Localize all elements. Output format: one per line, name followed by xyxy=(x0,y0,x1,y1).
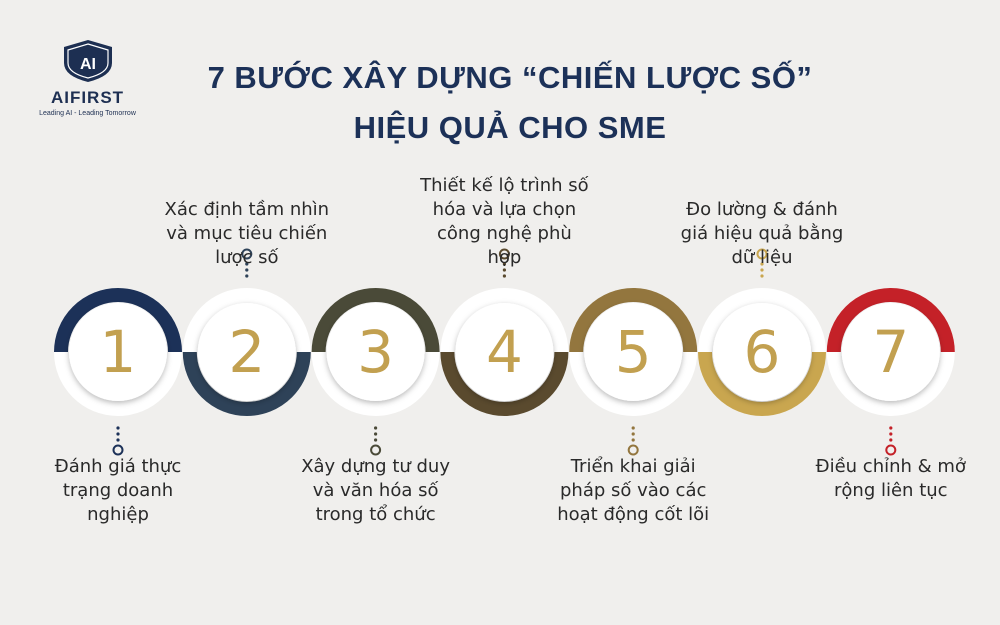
step-disc xyxy=(326,303,425,401)
step-5-label: Triển khai giải pháp số vào các hoạt độn… xyxy=(557,456,710,525)
connector-dot xyxy=(889,438,893,442)
step-number: 4 xyxy=(486,318,523,386)
step-arc xyxy=(182,351,311,416)
connector-dot xyxy=(631,438,635,442)
step-disc xyxy=(584,303,683,401)
connector-dot xyxy=(502,268,506,272)
step-arc xyxy=(54,288,182,353)
step-number: 7 xyxy=(872,318,909,386)
step-disc xyxy=(197,303,296,401)
step-number: 3 xyxy=(357,318,394,386)
step-arc xyxy=(311,288,440,353)
step-disc xyxy=(841,303,940,401)
step-number: 6 xyxy=(744,318,781,386)
connector-dot xyxy=(631,432,635,436)
connector-dot xyxy=(502,262,506,266)
step-4-label: Thiết kế lộ trình số hóa và lựa chọn côn… xyxy=(420,175,589,268)
step-arc xyxy=(440,351,569,416)
step-number: 1 xyxy=(100,318,137,386)
connector-dot xyxy=(245,268,249,272)
connector-dot xyxy=(245,274,249,278)
step-7: 7 xyxy=(826,288,955,456)
connector-dot xyxy=(374,438,378,442)
page-title-line-2: HIỆU QUẢ CHO SME xyxy=(353,110,667,145)
connector-dot xyxy=(760,268,764,272)
step-6: 6 xyxy=(698,248,826,416)
logo-mark-text: AI xyxy=(80,56,96,73)
step-2-label: Xác định tầm nhìn và mục tiêu chiến lược… xyxy=(164,199,330,268)
page-title-line-1: 7 BƯỚC XÂY DỰNG “CHIẾN LƯỢC SỐ” xyxy=(207,60,813,95)
step-disc xyxy=(455,303,554,401)
step-disc xyxy=(69,303,167,401)
step-4: 4 xyxy=(440,248,569,416)
step-number: 5 xyxy=(615,318,652,386)
connector-marker xyxy=(241,248,253,260)
connector-dot xyxy=(760,262,764,266)
step-5: 5 xyxy=(569,288,698,456)
connector-dot xyxy=(116,432,120,436)
step-arc xyxy=(569,288,698,353)
step-3: 3 xyxy=(311,288,440,456)
connector-dot xyxy=(889,432,893,436)
connector-marker xyxy=(498,248,510,260)
step-2: 2 xyxy=(182,248,311,416)
step-6-label: Đo lường & đánh giá hiệu quả bằng dữ liệ… xyxy=(680,199,844,268)
brand-tagline: Leading AI - Leading Tomorrow xyxy=(39,110,136,117)
connector-dot xyxy=(374,426,378,430)
connector-dot xyxy=(374,432,378,436)
connector-dot xyxy=(116,426,120,430)
step-1: 1 xyxy=(54,288,182,456)
connector-dot xyxy=(116,438,120,442)
step-number: 2 xyxy=(228,318,265,386)
step-7-label: Điều chỉnh & mở rộng liên tục xyxy=(815,456,966,501)
shield-logo-icon: AI xyxy=(63,40,112,82)
brand-logo: AI AIFIRST Leading AI - Leading Tomorrow xyxy=(25,38,150,117)
step-arc xyxy=(698,351,826,416)
connector-marker xyxy=(756,248,768,260)
step-arc xyxy=(826,288,955,353)
connector-marker xyxy=(627,444,639,456)
connector-dot xyxy=(760,274,764,278)
step-1-label: Đánh giá thực trạng doanh nghiệp xyxy=(54,456,182,525)
connector-dot xyxy=(245,262,249,266)
step-3-label: Xây dựng tư duy và văn hóa số trong tổ c… xyxy=(301,456,450,525)
connector-marker xyxy=(112,444,124,456)
connector-marker xyxy=(370,444,382,456)
connector-dot xyxy=(631,426,635,430)
step-disc xyxy=(713,303,811,401)
brand-name: AIFIRST xyxy=(50,88,125,107)
connector-dot xyxy=(889,426,893,430)
connector-dot xyxy=(502,274,506,278)
connector-marker xyxy=(885,444,897,456)
